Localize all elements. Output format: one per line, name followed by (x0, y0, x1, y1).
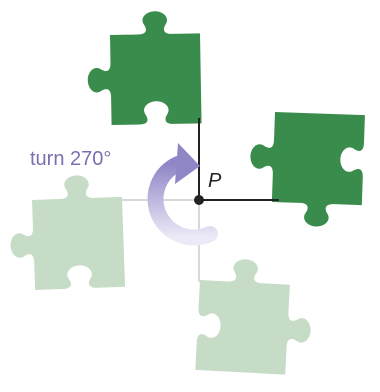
turn-angle-label: turn 270° (30, 148, 112, 170)
center-point-icon (194, 195, 204, 205)
faded-piece-left (8, 173, 126, 291)
rotation-arrow-head (175, 143, 200, 184)
rotation-arrow-icon (147, 156, 218, 246)
original-puzzle-piece (86, 10, 202, 126)
center-point-label: P (208, 170, 222, 192)
image-puzzle-piece (248, 111, 365, 229)
faded-piece-bottom (195, 257, 315, 376)
